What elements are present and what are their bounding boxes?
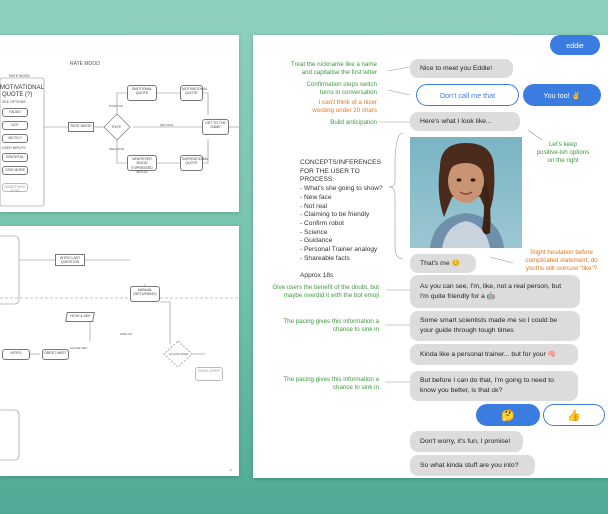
node-read-later: READ LATER [195, 367, 223, 381]
annotation-hesitation: Slight hesitation before complicated sta… [525, 249, 598, 272]
message-7: But before I can do that, I'm going to n… [410, 371, 578, 401]
node-quote-d: INSPIRATIONAL QUOTE [180, 155, 208, 171]
flowchart-bottom-connectors [0, 235, 239, 461]
edge-negative: NEGATIVE [109, 147, 124, 151]
edge-neutral: NEUTRAL [160, 123, 175, 127]
message-6: Kinda like a personal trainer... but for… [410, 344, 578, 365]
node-rate-mood: RATE MOOD [68, 122, 94, 132]
user-input-label: USER INPUTS [2, 146, 26, 150]
chat-panel: eddie Treat the nickname like a name and… [253, 35, 608, 478]
node-intro: INTRO [2, 349, 30, 360]
left-option-3: GRATEFUL [2, 153, 28, 162]
left-group-label: RATE MOOD [9, 74, 30, 78]
page-number: 2 [230, 468, 232, 472]
decision-diamond [103, 113, 131, 141]
annotation-pacing-1: The pacing gives this information a chan… [283, 318, 379, 333]
flowchart-panel-top: RATE MOOD RATE MOOD MOTIVATIONAL QUOTE (… [0, 35, 239, 212]
left-title-1: MOTIVATIONAL [0, 85, 44, 91]
edge-allow-set: ALLOW SET [70, 346, 88, 350]
node-qualified: IS QUALIFIED [169, 352, 189, 356]
message-2: Here's what I look like... [410, 112, 520, 131]
left-title-2: QUOTE (?) [2, 92, 33, 98]
annotation-turns: Confirmation steps switch turns in conve… [306, 81, 378, 96]
flowchart-panel-bottom: INTRO LAST QUESTION MANUAL (RETURNING) Y… [0, 226, 239, 476]
left-option-0: FADED [2, 108, 28, 117]
left-option-2: MOTIV? [2, 134, 28, 143]
message-8: Don't worry, it's fun, I promise! [410, 431, 523, 452]
node-intro-last: INTRO LAST QUESTION [55, 254, 85, 266]
message-1: Nice to meet you Eddie! [410, 59, 513, 78]
left-option-1: NOT [2, 121, 28, 130]
annotation-anticipation: Build anticipation [330, 119, 377, 126]
node-quote-b: MOTIVATIONAL QUOTE [180, 85, 208, 101]
left-option-5: SOMETHING ELSE [2, 183, 28, 193]
message-3: That's me 😊 [410, 254, 476, 273]
node-game: GET TO THE GAME [202, 119, 229, 135]
annotation-positive-options: Let's keep positive-ish options on the r… [536, 141, 590, 164]
node-quote-c: WHATEVER MOOD EXPRESSED MOOD [127, 155, 157, 174]
user-name-bubble: eddie [550, 35, 600, 55]
node-rate: RATE [112, 125, 122, 129]
node-quote-a: EMOTIONAL QUOTE [127, 85, 157, 101]
flowchart-connectors [0, 77, 239, 207]
annotation-connectors [379, 66, 543, 383]
node-greet: GREET MEET [42, 349, 69, 360]
node-yeah: YEAH & SEP [65, 312, 95, 322]
node-manual: MANUAL (RETURNING) [130, 286, 160, 302]
reply-option-2[interactable]: You too! ✌️ [523, 84, 601, 106]
flowchart-title: RATE MOOD [70, 61, 100, 67]
message-9: So what kinda stuff are you into? [410, 455, 535, 476]
annotation-pacing-2: The pacing gives this information a chan… [283, 376, 379, 391]
avatar-portrait [410, 137, 522, 248]
message-5: Some smart scientists made me so I could… [410, 311, 580, 341]
annotation-bot-emoji: Give users the benefit of the doubt, but… [272, 284, 379, 299]
decision-diamond-2 [163, 340, 193, 368]
concepts-list: CONCEPTS/INFERENCES FOR THE USER TO PROC… [300, 159, 383, 280]
left-option-4: GIVE MORE [2, 166, 28, 175]
reply-option-1[interactable]: Don't call me that [416, 84, 519, 106]
annotation-wording: I can't think of a nicer wording under 2… [312, 99, 377, 114]
annotation-nickname: Treat the nickname like a name and capit… [290, 61, 377, 76]
left-sub: SEE OPTIONS [2, 100, 26, 104]
edge-positive: POSITIVE [109, 104, 123, 108]
message-4: As you can see, I'm, like, not a real pe… [410, 275, 580, 308]
edge-sign-up: SIGN UP [120, 332, 133, 336]
emoji-option-thumbs-up[interactable]: 👍 [543, 404, 605, 426]
emoji-option-thinking[interactable]: 🤔 [476, 404, 540, 426]
